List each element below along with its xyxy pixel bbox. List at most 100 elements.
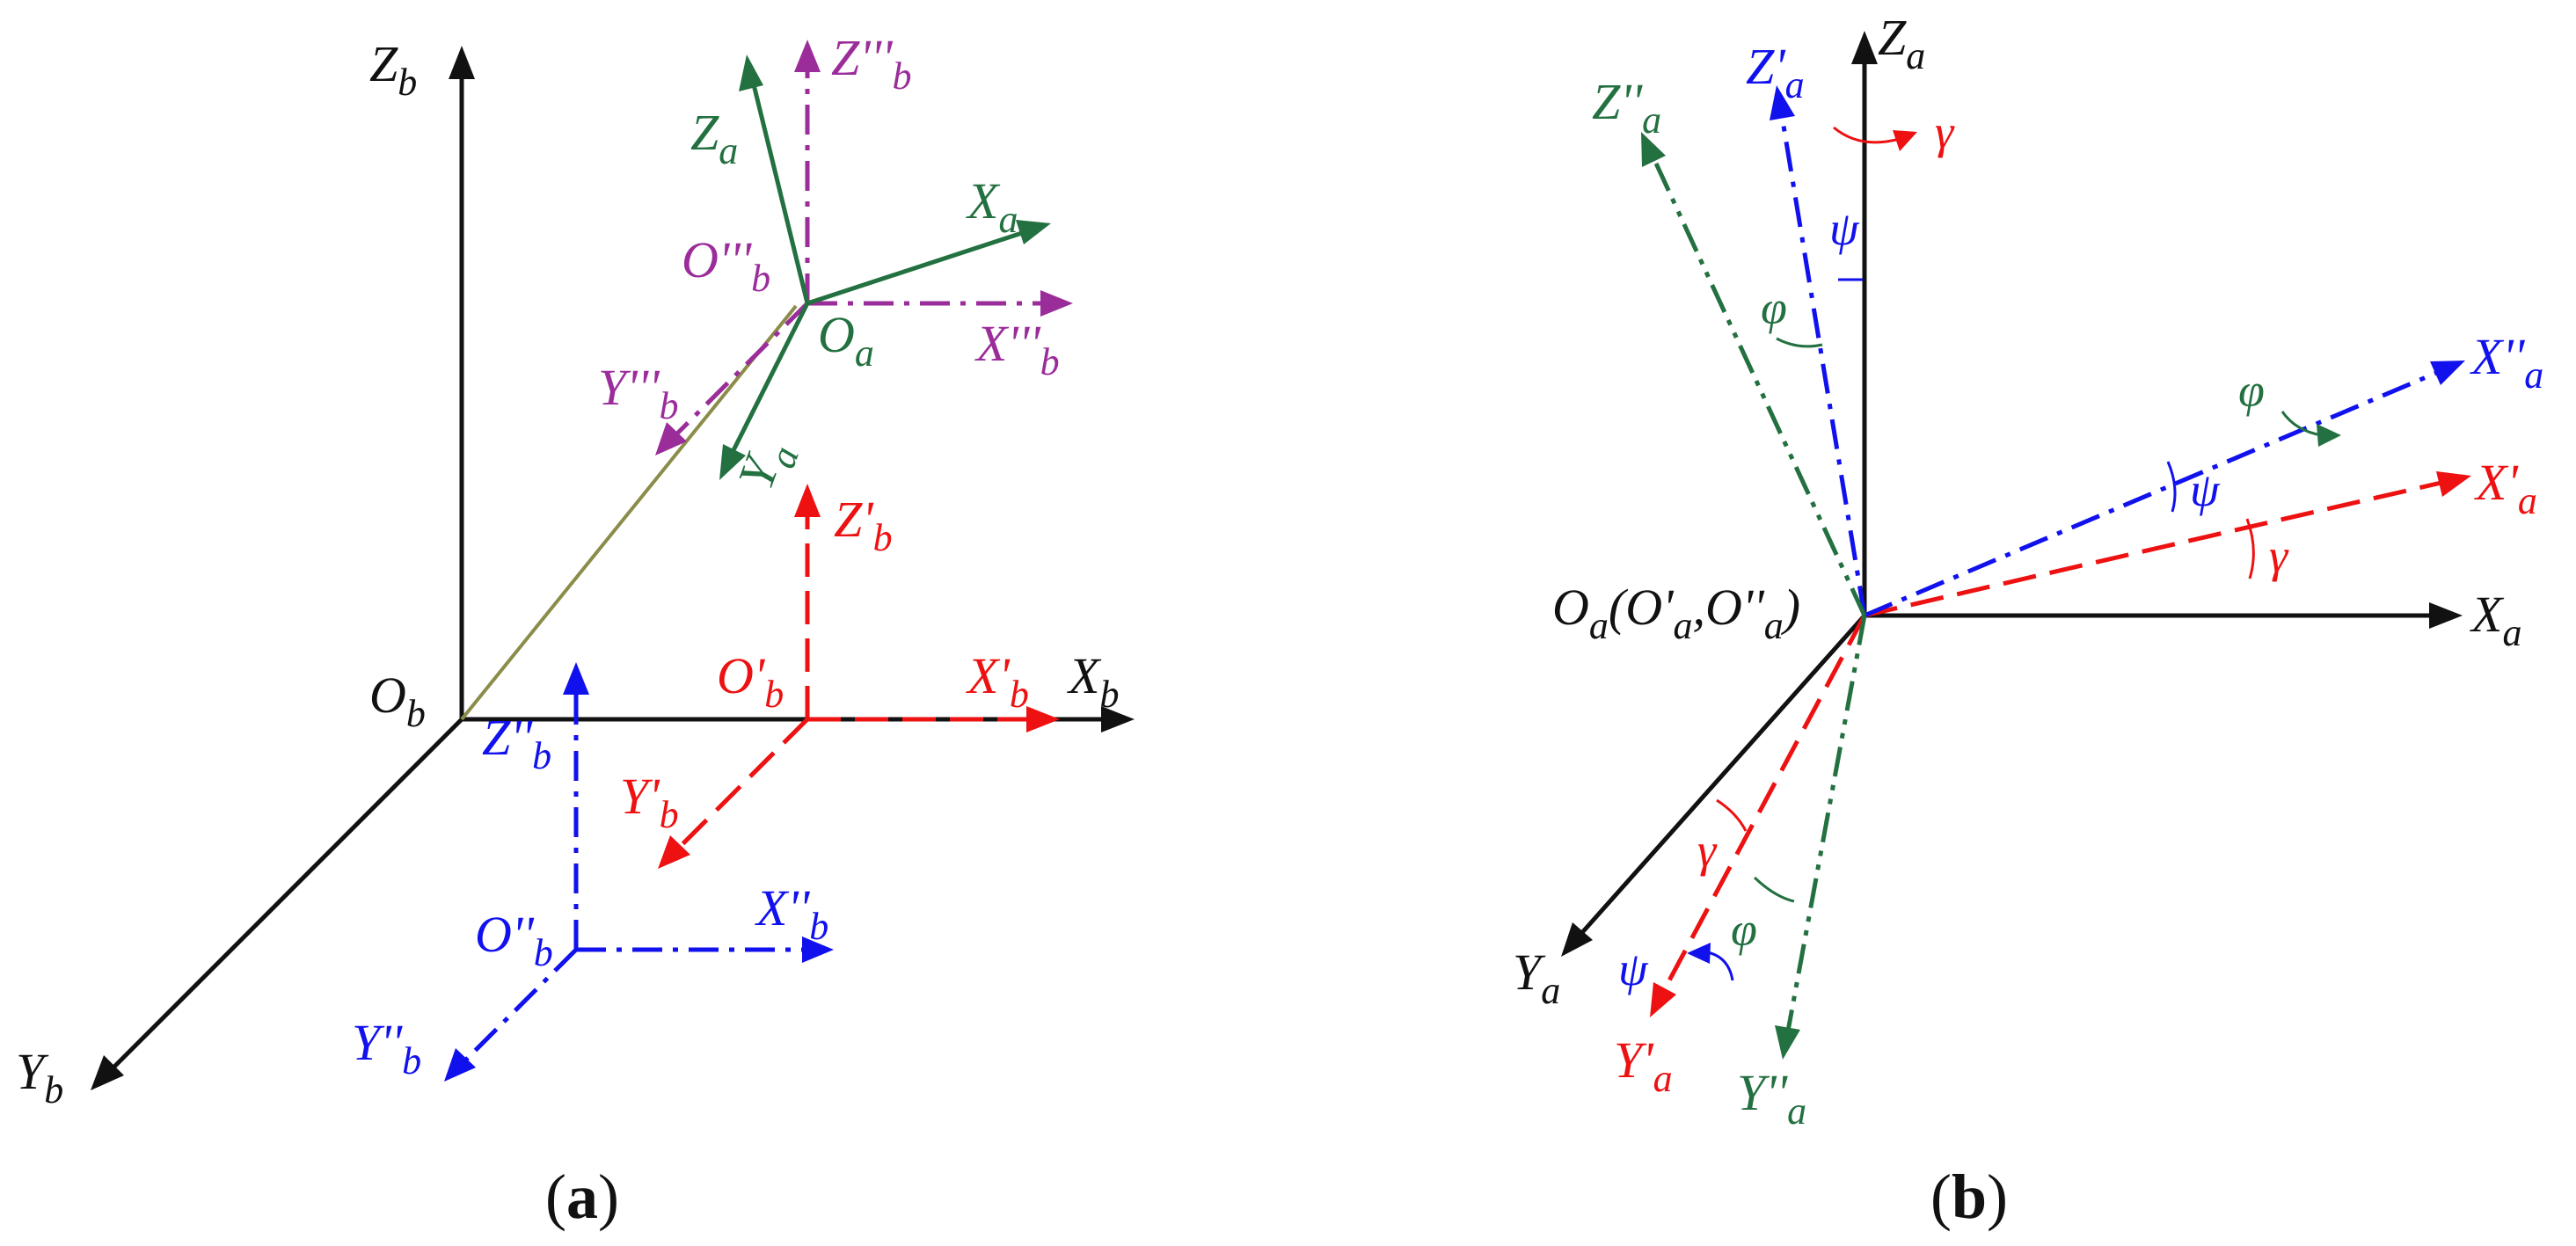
arc-psi-right bbox=[2166, 461, 2177, 513]
frame-b-prime bbox=[674, 508, 1033, 853]
axis-za-prime bbox=[1778, 109, 1867, 616]
frame-b-triple-prime bbox=[671, 63, 1047, 440]
label-xb: Xb bbox=[1067, 647, 1119, 716]
axis-zb-double-arrowhead bbox=[563, 662, 589, 695]
label-zb-double: Z''b bbox=[482, 709, 551, 777]
axis-xa-arrowhead bbox=[1016, 220, 1051, 244]
label-za-prime-b: Z'a bbox=[1746, 38, 1805, 106]
label-xa-double-b: X''a bbox=[2470, 328, 2543, 397]
axis-za-double bbox=[1649, 152, 1867, 617]
label-gamma-bottom: γ bbox=[1697, 824, 1718, 877]
label-psi-right: ψ bbox=[2190, 463, 2221, 516]
axis-ya-ref bbox=[1577, 614, 1866, 938]
axis-za bbox=[749, 77, 810, 304]
arc-gamma-top-arrowhead bbox=[1893, 130, 1917, 151]
label-yb: Yb bbox=[16, 1043, 63, 1111]
label-gamma-top: γ bbox=[1935, 106, 1955, 158]
axis-yb-prime-arrowhead bbox=[658, 835, 690, 869]
label-ob-double: O''b bbox=[475, 906, 553, 974]
axis-ya-double bbox=[1784, 615, 1867, 1037]
frame-a-prime bbox=[1660, 479, 2446, 995]
label-gamma-right: γ bbox=[2269, 529, 2289, 582]
label-ob-triple: O'''b bbox=[682, 231, 770, 300]
label-zb-prime: Z'b bbox=[834, 491, 893, 559]
frame-a-double-green bbox=[1649, 152, 1867, 1037]
axis-xa-double bbox=[1864, 368, 2441, 618]
axis-yb-triple bbox=[671, 302, 809, 440]
axis-ya-double-arrowhead bbox=[1775, 1025, 1800, 1060]
axis-xb-triple-arrowhead bbox=[1040, 290, 1073, 317]
label-xb-double: X''b bbox=[755, 879, 828, 948]
axis-yb-prime bbox=[674, 718, 809, 853]
label-oa: Oa bbox=[818, 306, 874, 375]
axis-yb-triple-arrowhead bbox=[655, 422, 687, 455]
frame-b-double-prime bbox=[460, 686, 809, 1066]
axis-ya-prime-arrowhead bbox=[1650, 982, 1676, 1017]
axis-zb-triple-arrowhead bbox=[794, 40, 821, 72]
label-xa-b: Xa bbox=[2470, 586, 2521, 654]
axis-yb-double-arrowhead bbox=[444, 1048, 476, 1082]
axis-yb bbox=[108, 718, 463, 1073]
label-za-b: Za bbox=[1878, 9, 1925, 77]
label-xb-prime: X'b bbox=[966, 647, 1029, 716]
arc-gamma-right bbox=[2245, 518, 2255, 579]
label-ya-double-b: Y''a bbox=[1737, 1064, 1806, 1133]
axis-xb-arrowhead bbox=[1101, 706, 1135, 732]
axis-ya-ref-arrowhead bbox=[1561, 922, 1593, 957]
frame-a bbox=[727, 77, 1028, 459]
frame-b bbox=[91, 46, 1135, 1090]
label-yb-double: Y''b bbox=[352, 1014, 421, 1082]
translation-vector bbox=[460, 304, 798, 721]
label-ya-prime-b: Y'a bbox=[1614, 1031, 1673, 1100]
label-phi-bottom: φ bbox=[1731, 903, 1757, 956]
axis-ya-arrowhead bbox=[719, 444, 746, 480]
angle-arcs bbox=[1687, 126, 2341, 981]
label-xa-prime-b: X'a bbox=[2474, 454, 2537, 522]
label-xa: Xa bbox=[966, 172, 1018, 241]
axis-zb-prime-arrowhead bbox=[794, 484, 821, 517]
axis-ya bbox=[727, 302, 810, 459]
axis-xa bbox=[806, 229, 1028, 306]
frame-a-double-blue bbox=[1778, 109, 2441, 618]
axis-xb-double-arrowhead bbox=[802, 936, 834, 963]
label-psi-bottom: ψ bbox=[1618, 943, 1649, 995]
axis-yb-double bbox=[460, 948, 578, 1066]
label-origin-b: Oa(O'a,O''a) bbox=[1552, 579, 1800, 647]
arc-gamma-top bbox=[1833, 126, 1901, 144]
axis-zb-arrowhead bbox=[449, 46, 475, 79]
label-phi-top: φ bbox=[1761, 281, 1787, 334]
arc-phi-right-arrowhead bbox=[2317, 424, 2341, 447]
panel-b: Za Xa Ya Oa(O'a,O''a) Z'a Z''a X''a X'a … bbox=[1513, 9, 2543, 1232]
label-yb-prime: Y'b bbox=[620, 768, 679, 836]
label-za: Za bbox=[690, 104, 738, 172]
axis-za-prime-arrowhead bbox=[1770, 85, 1795, 120]
axis-za-double-arrowhead bbox=[1641, 132, 1666, 167]
label-yb-triple: Y'''b bbox=[598, 359, 678, 427]
caption-b: (b) bbox=[1930, 1162, 2008, 1232]
axis-xa-prime-arrowhead bbox=[2436, 471, 2471, 497]
arc-psi-bottom-arrowhead bbox=[1687, 943, 1711, 964]
label-zb-triple: Z'''b bbox=[831, 29, 911, 98]
panel-a: Zb Xb Yb Ob Z'b O'b X'b Y'b Z''b O''b X'… bbox=[16, 29, 1135, 1232]
arc-phi-top bbox=[1776, 337, 1823, 348]
caption-a: (a) bbox=[545, 1162, 619, 1232]
label-za-double-b: Z''a bbox=[1592, 73, 1661, 142]
label-ob: Ob bbox=[369, 667, 426, 735]
arc-gamma-bottom bbox=[1716, 798, 1748, 832]
frame-a-reference bbox=[1577, 57, 2436, 938]
axis-xb-prime-arrowhead bbox=[1026, 706, 1060, 732]
label-ob-prime: O'b bbox=[717, 647, 784, 716]
label-psi-top: ψ bbox=[1829, 202, 1860, 255]
axis-za-ref-arrowhead bbox=[1851, 31, 1878, 64]
axis-xa-prime bbox=[1864, 479, 2446, 618]
label-ya-b: Ya bbox=[1513, 944, 1560, 1012]
axis-ya-prime bbox=[1660, 614, 1867, 995]
axis-xa-ref-arrowhead bbox=[2429, 602, 2463, 629]
label-zb: Zb bbox=[369, 35, 417, 104]
label-phi-right: φ bbox=[2238, 364, 2265, 417]
arc-phi-bottom bbox=[1753, 876, 1795, 903]
axis-yb-arrowhead bbox=[91, 1055, 124, 1090]
axis-xa-double-arrowhead bbox=[2430, 361, 2465, 385]
label-xb-triple: X'''b bbox=[974, 315, 1060, 383]
